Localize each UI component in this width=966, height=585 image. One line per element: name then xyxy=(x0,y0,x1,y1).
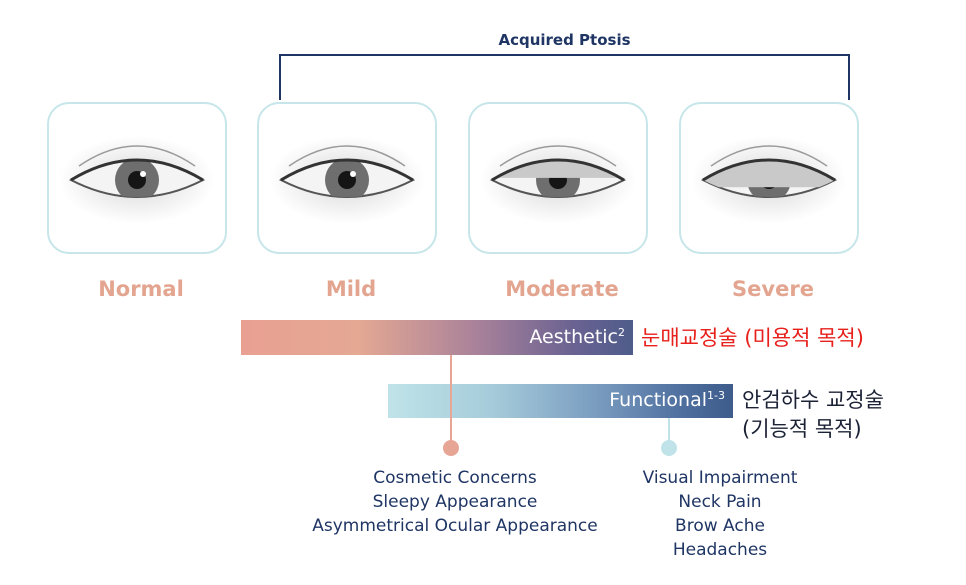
functional-text: Functional xyxy=(609,389,708,411)
aesthetic-label: Aesthetic2 xyxy=(529,326,625,348)
acquired-ptosis-label: Acquired Ptosis xyxy=(498,31,631,49)
eye-highlight xyxy=(350,171,356,177)
list-item: Visual Impairment xyxy=(642,468,798,488)
aesthetic-bar: Aesthetic2 xyxy=(241,320,633,355)
aesthetic-sup: 2 xyxy=(618,326,625,339)
functional-sup: 1-3 xyxy=(707,389,725,402)
list-item: Asymmetrical Ocular Appearance xyxy=(312,516,598,536)
functional-label: Functional1-3 xyxy=(609,389,725,411)
functional-korean-line1: 안검하수 교정술 xyxy=(742,388,884,412)
functional-dot xyxy=(661,440,677,456)
stage-label-normal: Normal xyxy=(98,277,184,301)
functional-korean-line2: (기능적 목적) xyxy=(742,417,862,441)
functional-concerns-list: Visual Impairment Neck Pain Brow Ache He… xyxy=(620,466,820,562)
eye-card-mild xyxy=(257,102,437,254)
list-item: Neck Pain xyxy=(678,492,762,512)
eye-card-normal xyxy=(47,102,227,254)
list-item: Headaches xyxy=(672,540,768,560)
acquired-ptosis-bracket xyxy=(279,54,850,100)
stage-label-mild: Mild xyxy=(325,277,377,301)
aesthetic-dot xyxy=(443,440,459,456)
eye-card-moderate xyxy=(468,102,648,254)
eye-illustration xyxy=(691,136,847,224)
lash-line xyxy=(280,158,414,182)
functional-bar: Functional1-3 xyxy=(388,384,733,418)
lash-line xyxy=(702,158,836,182)
functional-connector xyxy=(668,418,670,446)
aesthetic-text: Aesthetic xyxy=(529,326,618,348)
eye-card-severe xyxy=(679,102,859,254)
list-item: Brow Ache xyxy=(675,516,765,536)
lid-crease xyxy=(710,145,828,167)
eye-illustration xyxy=(269,136,425,224)
stage-label-moderate: Moderate xyxy=(505,277,619,301)
aesthetic-connector xyxy=(450,355,452,445)
lid-crease xyxy=(499,145,617,167)
eye-illustration xyxy=(480,136,636,224)
lid-crease xyxy=(78,145,196,167)
eye-illustration xyxy=(59,136,215,224)
cosmetic-concerns-list: Cosmetic Concerns Sleepy Appearance Asym… xyxy=(270,466,640,538)
lash-line xyxy=(491,158,625,182)
lash-line xyxy=(70,158,204,182)
aesthetic-korean: 눈매교정술 (미용적 목적) xyxy=(641,326,864,350)
list-item: Sleepy Appearance xyxy=(372,492,538,512)
eye-highlight xyxy=(140,171,146,177)
stage-label-severe: Severe xyxy=(732,277,814,301)
lid-crease xyxy=(288,145,406,167)
list-item: Cosmetic Concerns xyxy=(373,468,537,488)
